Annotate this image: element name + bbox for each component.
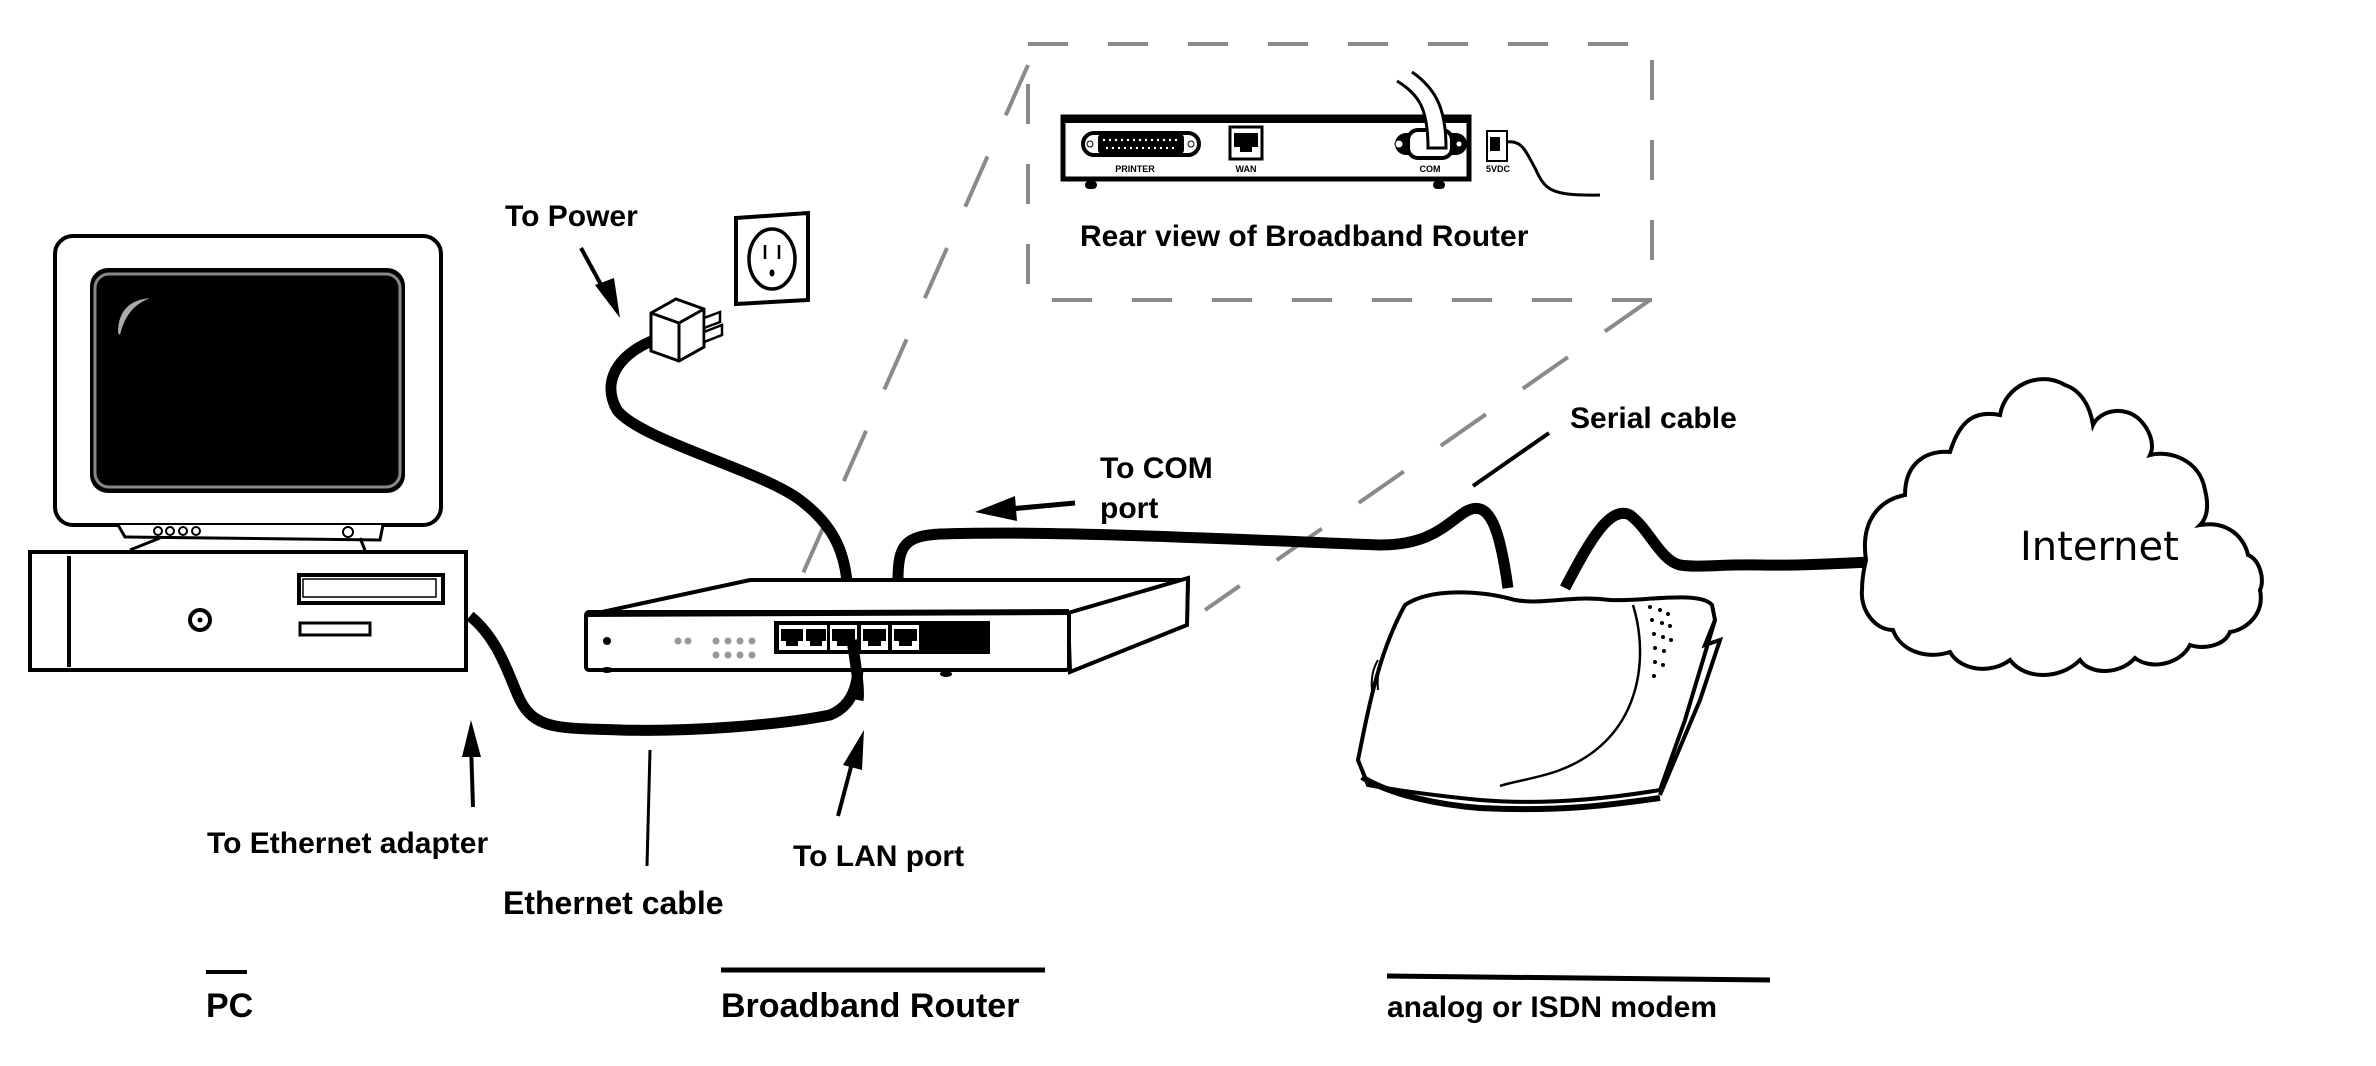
internet-label: Internet [2020,524,2179,570]
modem-caption-rule [1386,973,1771,983]
printer-port [1081,131,1201,157]
callout-line-left [798,64,1030,581]
zoom-callout-lines [798,64,1652,612]
to-lan-port-arrow-icon [836,730,864,817]
pc-illustration [28,234,468,672]
pc-caption: PC [206,987,253,1025]
modem-speaker-grille [1648,605,1673,678]
router-power-led [603,637,611,645]
serial-cable [892,502,1514,589]
router-rear-panel: PRINTER WAN COM 5VDC [1060,70,1601,197]
power-jack [1486,130,1601,197]
to-lan-port-label: To LAN port [793,840,964,873]
ethernet-cable-label: Ethernet cable [503,885,724,921]
callout-line-right [1203,298,1652,612]
com-port [1394,70,1467,160]
serial-cable-assembly: To COM port Serial cable [892,402,1871,591]
router-illustration [584,575,1191,702]
power-cable [605,331,854,591]
to-com-arrow-icon [975,496,1076,521]
router-status-leds [674,637,756,659]
printer-port-label: PRINTER [1115,164,1155,174]
modem-illustration [1355,590,1724,813]
ethernet-cable-pointer [645,749,652,867]
serial-cable-label: Serial cable [1570,402,1737,435]
to-power-label: To Power [505,200,638,233]
internet-cloud-icon: Internet [1859,377,2264,677]
device-captions: PC Broadband Router analog or ISDN modem [206,967,1771,1025]
to-com-label-line2: port [1100,492,1158,525]
desktop-case [28,550,468,672]
phone-line-cable [1560,507,1871,591]
com-port-label: COM [1420,164,1441,174]
power-cable-assembly: To Power [505,200,854,591]
rear-foot-right [1433,181,1445,189]
router-side [1065,575,1191,675]
to-ethernet-adapter-label: To Ethernet adapter [207,827,488,860]
serial-cable-pointer [1471,431,1551,488]
monitor-screen [90,268,405,493]
wan-port [1228,125,1264,161]
monitor-buttons [153,526,354,538]
rear-foot-left [1085,181,1097,189]
wall-outlet-icon [734,210,810,307]
screen-glare [118,298,150,335]
power-jack-label: 5VDC [1486,164,1511,174]
to-power-arrow-icon [579,247,620,318]
floppy-drive-slot [298,621,372,637]
wan-port-label: WAN [1236,164,1257,174]
router-lan-ports [774,621,990,654]
modem-caption: analog or ISDN modem [1387,991,1717,1024]
to-com-label-line1: To COM [1100,452,1213,485]
rear-view-box: PRINTER WAN COM 5VDC [1026,42,1654,302]
to-ethernet-adapter-arrow-icon [462,720,481,808]
power-plug-icon [649,297,724,363]
modem-body [1355,590,1718,804]
router-caption: Broadband Router [721,987,1019,1025]
rear-view-dashed-border [1026,42,1654,302]
ethernet-cable [466,611,864,736]
rear-view-label: Rear view of Broadband Router [1080,220,1529,253]
